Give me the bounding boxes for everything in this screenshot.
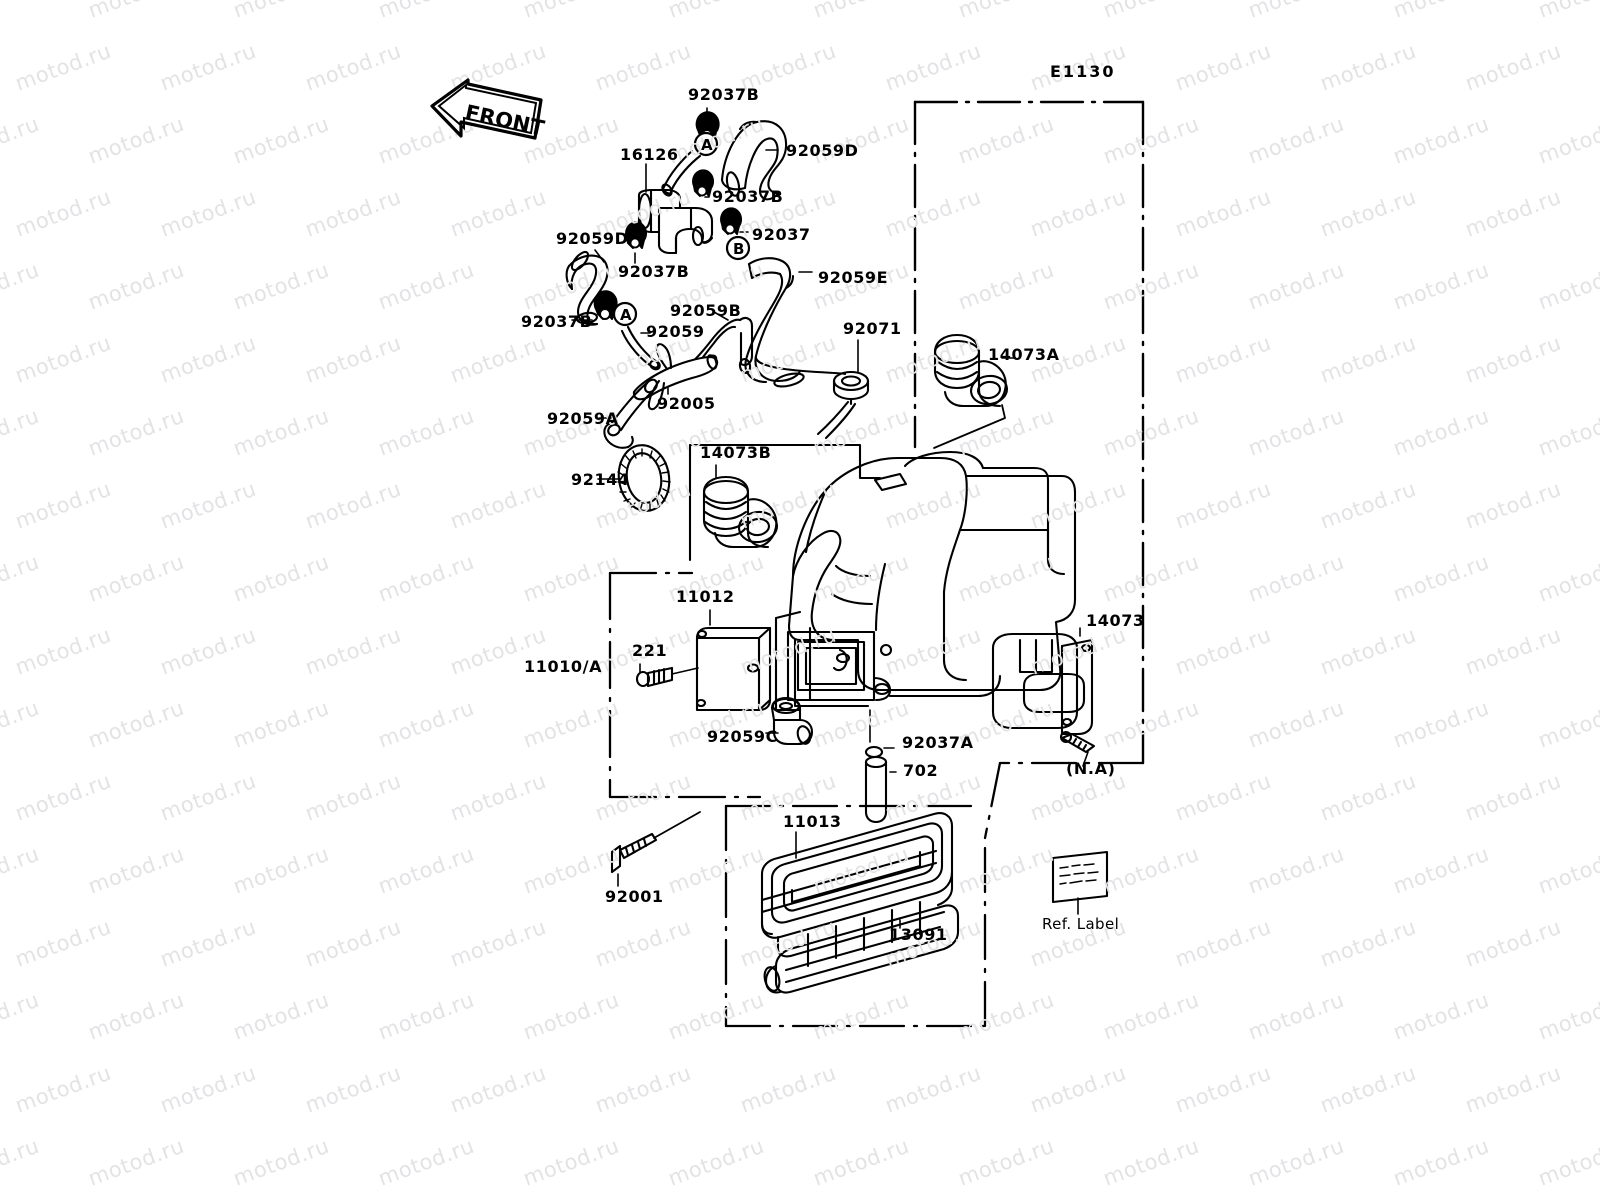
part-na-screw xyxy=(1059,730,1096,767)
part-label-92059C[interactable]: 92059C xyxy=(707,727,779,746)
part-label-14073A[interactable]: 14073A xyxy=(988,345,1060,364)
part-14073B-duct xyxy=(702,475,778,549)
part-label-92037[interactable]: 92037 xyxy=(752,225,811,244)
part-label-92059D-1[interactable]: 92059D xyxy=(786,141,859,160)
part-label-92001[interactable]: 92001 xyxy=(605,887,664,906)
section-boundary-e1130 xyxy=(913,100,1145,765)
part-label-92059B[interactable]: 92059B xyxy=(670,301,742,320)
part-label-11012[interactable]: 11012 xyxy=(676,587,735,606)
part-92037-clamp xyxy=(720,207,743,235)
part-92144-gasket xyxy=(617,444,671,512)
grommet-pipe xyxy=(816,400,857,440)
callout-letter-b: B xyxy=(733,240,746,258)
part-92037B-left xyxy=(593,290,618,320)
callout-marker-b xyxy=(725,235,751,261)
part-92059A-hose xyxy=(603,378,658,449)
part-92001-bolt xyxy=(610,811,701,887)
part-14073A-duct xyxy=(933,333,1008,408)
part-92037B-valve-right xyxy=(692,169,715,197)
part-221-screw xyxy=(635,666,699,688)
assembly-boundary-11010 xyxy=(608,571,762,799)
assembly-boundary-right xyxy=(983,761,1145,840)
part-label-14073[interactable]: 14073 xyxy=(1086,611,1145,630)
callout-letter-a-top: A xyxy=(701,136,714,154)
part-label-11013[interactable]: 11013 xyxy=(783,812,842,831)
callout-letter-a-lower: A xyxy=(620,306,633,324)
part-label-14073B[interactable]: 14073B xyxy=(700,443,772,462)
part-92059-hose xyxy=(620,325,661,371)
callout-marker-a-lower xyxy=(612,301,638,327)
ref-label-sticker xyxy=(1051,850,1109,915)
part-92059E-hose xyxy=(744,257,847,388)
ref-label-caption: Ref. Label xyxy=(1042,915,1120,933)
assembly-boundary-element xyxy=(724,804,987,1028)
part-92059D-upper xyxy=(720,120,788,201)
hose-under-a-top xyxy=(661,149,702,197)
part-14073-duct xyxy=(991,632,1094,736)
part-label-92144[interactable]: 92144 xyxy=(571,470,630,489)
part-label-92037B-3[interactable]: 92037B xyxy=(618,262,690,281)
not-available-note: (N.A) xyxy=(1066,759,1116,778)
part-label-92037B-4[interactable]: 92037B xyxy=(521,312,593,331)
part-label-16126[interactable]: 16126 xyxy=(620,145,679,164)
part-label-92059[interactable]: 92059 xyxy=(646,322,705,341)
part-92059C-fitting xyxy=(770,696,814,746)
part-label-92059A[interactable]: 92059A xyxy=(547,409,619,428)
part-label-13091[interactable]: 13091 xyxy=(889,925,948,944)
part-13091-holder xyxy=(763,900,960,994)
subbox-14073b xyxy=(688,443,882,562)
part-label-92071[interactable]: 92071 xyxy=(843,319,902,338)
part-702-tube xyxy=(864,709,888,824)
section-code-label: E1130 xyxy=(1050,62,1116,81)
part-16126-valve xyxy=(637,188,714,255)
air-cleaner-housing-body xyxy=(787,450,1077,708)
part-92071-grommet xyxy=(832,370,870,406)
part-11012-cap xyxy=(695,626,772,712)
part-label-92037B-1[interactable]: 92037B xyxy=(688,85,760,104)
part-label-92037B-2[interactable]: 92037B xyxy=(712,187,784,206)
callout-marker-a-top xyxy=(693,131,719,157)
part-label-92059D-2[interactable]: 92059D xyxy=(556,229,629,248)
part-92037B-below-valve xyxy=(625,221,648,249)
front-orientation-badge: FRONT xyxy=(428,78,548,161)
part-label-702[interactable]: 702 xyxy=(903,761,939,780)
part-label-221[interactable]: 221 xyxy=(632,641,668,660)
part-11013-element xyxy=(760,812,954,958)
part-label-11010A[interactable]: 11010/A xyxy=(524,657,603,676)
part-label-92037A[interactable]: 92037A xyxy=(902,733,974,752)
housing-inner-frame xyxy=(786,630,892,702)
part-label-92059E[interactable]: 92059E xyxy=(818,268,889,287)
part-label-92005[interactable]: 92005 xyxy=(657,394,716,413)
